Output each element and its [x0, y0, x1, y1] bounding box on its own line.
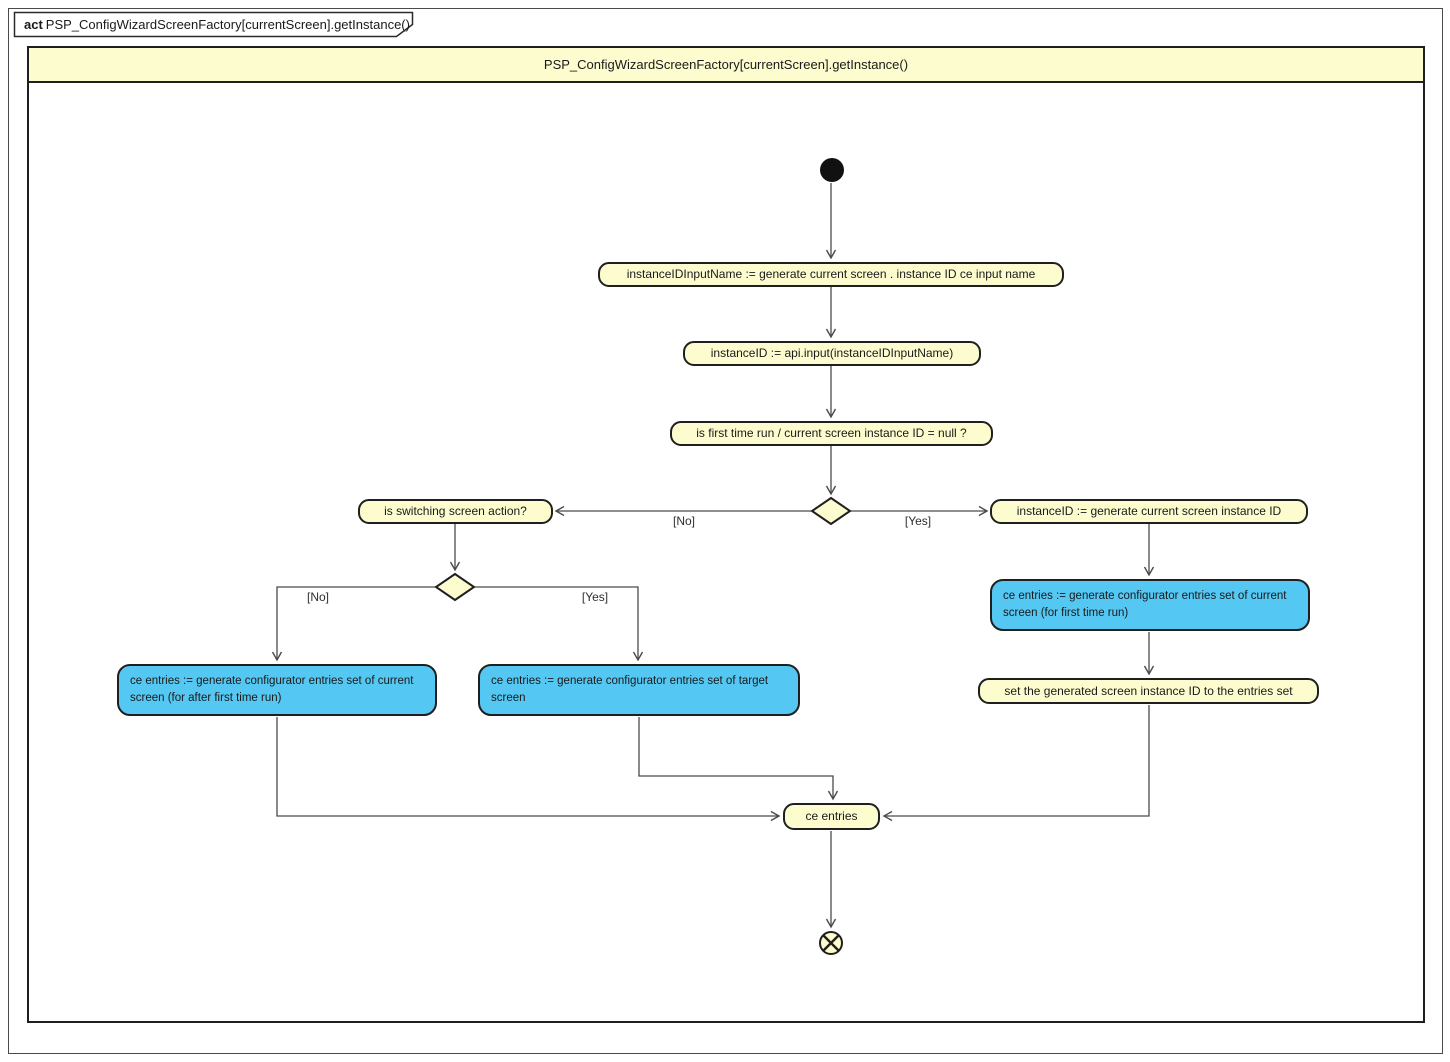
frame-tab-title: PSP_ConfigWizardScreenFactory[currentScr…	[45, 16, 410, 32]
action-first-time-check: is first time run / current screen insta…	[670, 421, 993, 446]
frame-tab-shape	[13, 11, 414, 38]
action-set-instance-id: set the generated screen instance ID to …	[978, 678, 1319, 704]
guard-label-decision2-no: [No]	[306, 590, 329, 604]
flow-final-icon	[819, 931, 843, 955]
action-ce-entries: ce entries	[783, 803, 880, 830]
decision-diamond-2	[434, 572, 476, 602]
edge-decision2-yes-to-entries-target-screen	[473, 586, 644, 662]
guard-label-decision1-no: [No]	[672, 514, 695, 528]
guard-label-decision2-yes: [Yes]	[581, 590, 609, 604]
action-switching-screen-check: is switching screen action?	[358, 499, 553, 524]
action-entries-first-run: ce entries := generate configurator entr…	[990, 579, 1310, 631]
edge-entries-after-first-run-to-ce-entries	[276, 717, 781, 822]
action-generate-input-name: instanceIDInputName := generate current …	[598, 262, 1064, 287]
action-entries-target-screen: ce entries := generate configurator entr…	[478, 664, 800, 716]
action-generate-instance-id: instanceID := generate current screen in…	[990, 499, 1308, 524]
frame-tab: act PSP_ConfigWizardScreenFactory[curren…	[24, 13, 410, 35]
frame-header-title: PSP_ConfigWizardScreenFactory[currentScr…	[543, 57, 909, 72]
decision-diamond-1	[810, 496, 852, 526]
edge-entries-target-screen-to-ce-entries	[638, 717, 839, 801]
action-entries-after-first-run: ce entries := generate configurator entr…	[117, 664, 437, 716]
frame-header: PSP_ConfigWizardScreenFactory[currentScr…	[29, 48, 1423, 83]
action-api-input: instanceID := api.input(instanceIDInputN…	[683, 341, 981, 366]
diagram-outer-border	[8, 8, 1443, 1054]
guard-label-decision1-yes: [Yes]	[904, 514, 932, 528]
edge-decision2-no-to-entries-after-first-run	[271, 586, 437, 662]
initial-node-icon	[820, 158, 844, 182]
edge-set-instance-id-to-ce-entries	[882, 705, 1150, 822]
frame-keyword: act	[24, 16, 43, 32]
